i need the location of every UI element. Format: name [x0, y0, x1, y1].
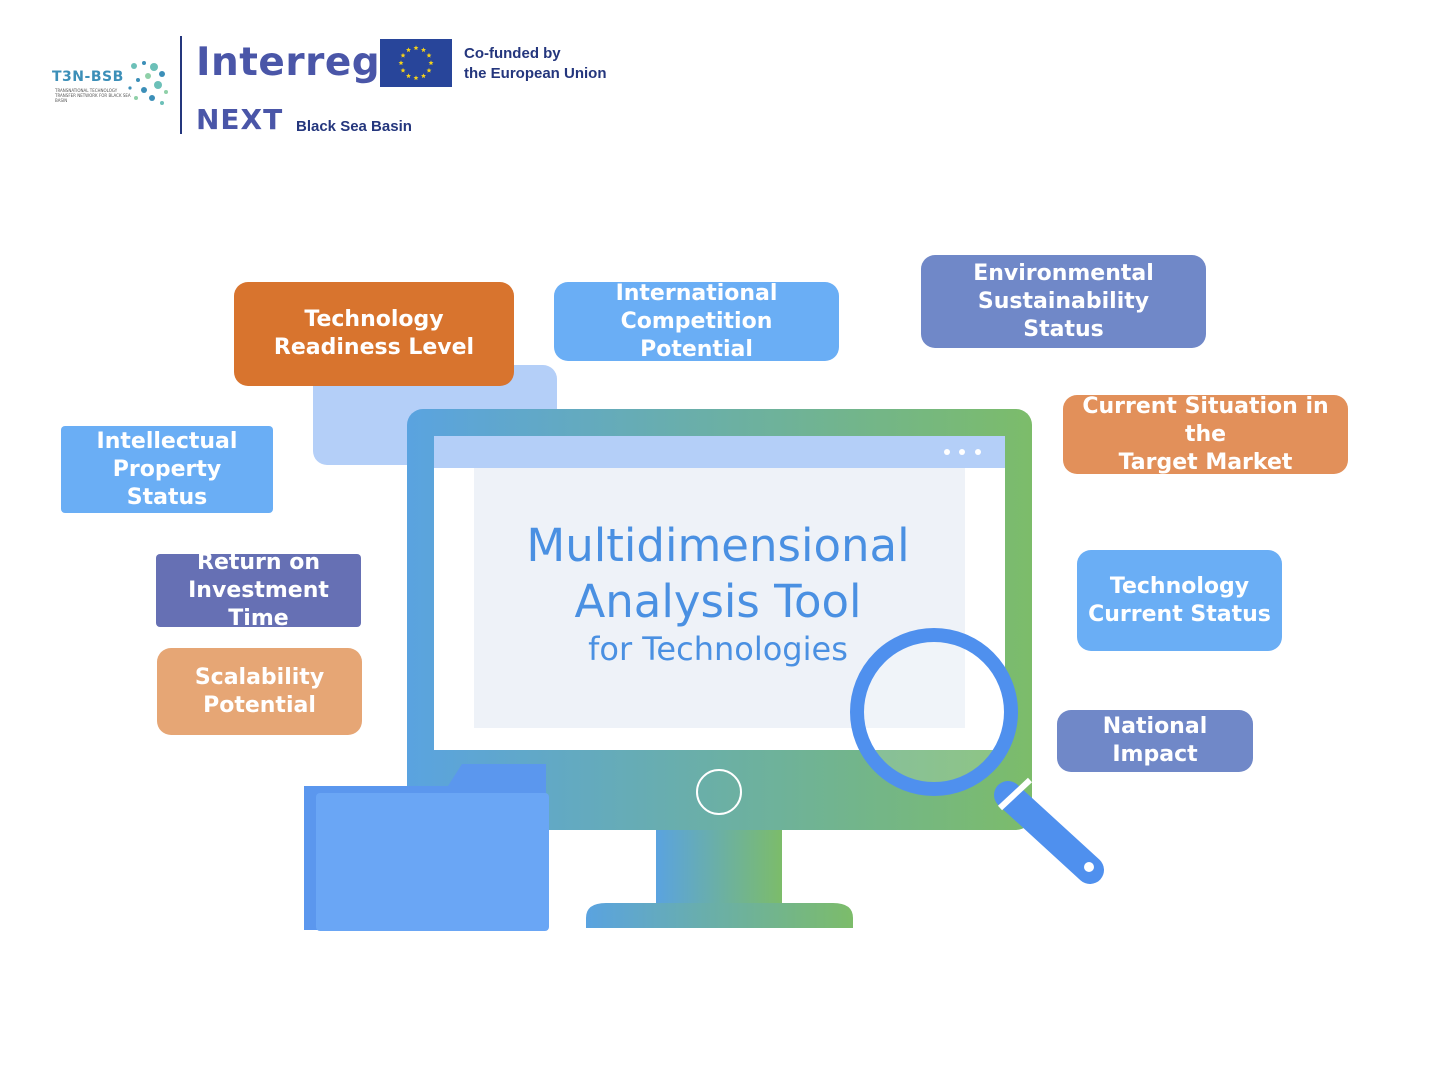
- category-label: Current Situation in the Target Market: [1082, 393, 1329, 475]
- eu-star: [428, 60, 434, 66]
- folder-icon: [304, 764, 549, 931]
- category-label: Return on Investment Time: [188, 549, 329, 631]
- category-label: National Impact: [1102, 714, 1208, 767]
- category-national-impact: National Impact: [1057, 710, 1253, 772]
- center-title-line2: Analysis Tool: [574, 575, 862, 628]
- header-divider: [180, 36, 182, 134]
- category-technology-current-status: Technology Current Status: [1077, 550, 1282, 651]
- magnifier-icon: [850, 628, 1104, 884]
- eu-text-line1: Co-funded by: [464, 45, 561, 62]
- eu-cofunded-text: Co-funded by the European Union: [464, 44, 607, 84]
- category-technology-readiness-level: Technology Readiness Level: [234, 282, 514, 386]
- monitor-icon: [407, 409, 1032, 928]
- t3n-bsb-logo: T3N-BSB TRANSNATIONAL TECHNOLOGY TRANSFE…: [52, 58, 172, 110]
- eu-star: [406, 47, 411, 53]
- category-label: Environmental Sustainability Status: [973, 260, 1154, 342]
- eu-star: [400, 67, 406, 73]
- eu-star: [400, 52, 406, 58]
- center-subtitle: for Technologies: [588, 630, 848, 668]
- center-title: Multidimensional Analysis Tool for Techn…: [474, 518, 962, 668]
- eu-text-line2: the European Union: [464, 65, 607, 82]
- category-label: Intellectual Property Status: [96, 428, 238, 510]
- category-label: Technology Current Status: [1088, 573, 1271, 627]
- category-international-competition-potential: International Competition Potential: [554, 280, 839, 362]
- eu-star: [426, 67, 432, 73]
- eu-star: [426, 52, 432, 58]
- t3n-logo-subtitle: TRANSNATIONAL TECHNOLOGY TRANSFER NETWOR…: [55, 88, 131, 103]
- category-current-situation-target-market: Current Situation in the Target Market: [1063, 393, 1348, 475]
- t3n-logo-title: T3N-BSB: [52, 69, 124, 85]
- eu-star: [398, 60, 404, 66]
- eu-star: [421, 47, 426, 53]
- category-intellectual-property-status: Intellectual Property Status: [61, 426, 273, 513]
- eu-star: [406, 73, 411, 79]
- interreg-wordmark: Interreg: [196, 40, 381, 85]
- eu-star: [421, 73, 426, 79]
- category-environmental-sustainability-status: Environmental Sustainability Status: [921, 255, 1206, 348]
- category-return-on-investment-time: Return on Investment Time: [156, 550, 361, 631]
- program-region-label: Black Sea Basin: [296, 118, 412, 135]
- category-label: Scalability Potential: [194, 664, 325, 718]
- center-title-line1: Multidimensional: [526, 519, 910, 572]
- eu-flag-icon: [380, 39, 452, 87]
- category-label: Technology Readiness Level: [273, 307, 475, 360]
- next-wordmark: NEXT: [196, 103, 284, 136]
- eu-star: [413, 45, 419, 51]
- eu-star: [413, 75, 419, 81]
- category-scalability-potential: Scalability Potential: [157, 648, 362, 735]
- category-label: International Competition Potential: [615, 280, 778, 362]
- t3n-network-icon: [128, 61, 168, 105]
